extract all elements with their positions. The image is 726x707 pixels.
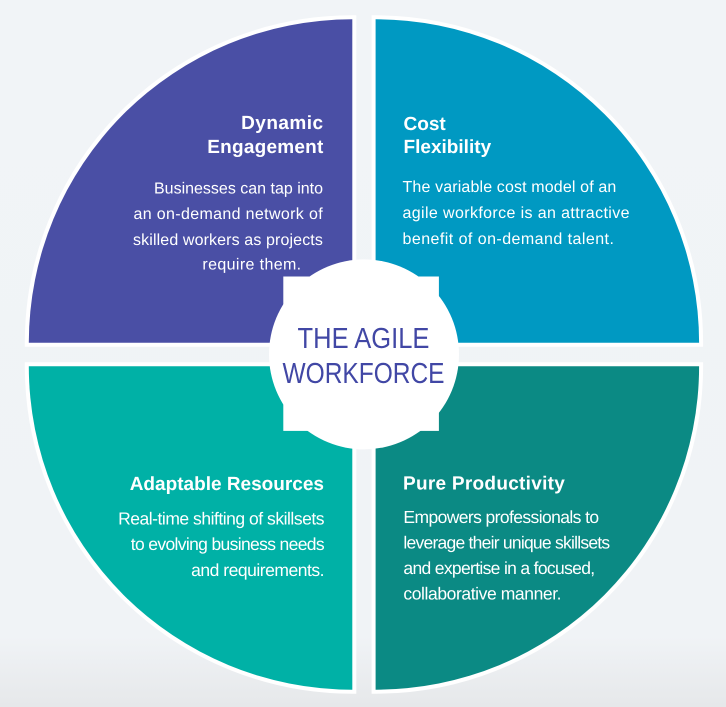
svg-text:require them.: require them. bbox=[202, 257, 301, 274]
svg-text:collaborative manner.: collaborative manner. bbox=[403, 584, 561, 604]
svg-text:The variable cost model of an: The variable cost model of an bbox=[403, 179, 617, 196]
svg-text:benefit of on-demand talent.: benefit of on-demand talent. bbox=[403, 231, 615, 248]
svg-text:Cost: Cost bbox=[404, 114, 447, 135]
svg-text:agile workforce is an attracti: agile workforce is an attractive bbox=[403, 205, 630, 222]
svg-text:an on-demand network of: an on-demand network of bbox=[134, 206, 324, 223]
svg-text:THE AGILE: THE AGILE bbox=[298, 323, 430, 355]
svg-text:to evolving business needs: to evolving business needs bbox=[131, 534, 325, 554]
svg-text:Empowers professionals to: Empowers professionals to bbox=[403, 507, 598, 527]
svg-text:WORKFORCE: WORKFORCE bbox=[282, 358, 444, 390]
svg-text:Businesses can tap into: Businesses can tap into bbox=[154, 181, 323, 198]
svg-text:Adaptable Resources: Adaptable Resources bbox=[130, 474, 324, 495]
svg-text:Flexibility: Flexibility bbox=[404, 137, 492, 158]
svg-text:Dynamic: Dynamic bbox=[241, 113, 323, 134]
svg-text:Real-time shifting of skillset: Real-time shifting of skillsets bbox=[118, 508, 325, 528]
svg-text:Engagement: Engagement bbox=[207, 137, 324, 158]
svg-text:leverage their unique skillset: leverage their unique skillsets bbox=[403, 533, 610, 553]
svg-text:and requirements.: and requirements. bbox=[191, 560, 324, 580]
svg-text:skilled workers as projects: skilled workers as projects bbox=[133, 232, 323, 249]
svg-text:Pure Productivity: Pure Productivity bbox=[403, 474, 565, 495]
svg-text:and expertise in a focused,: and expertise in a focused, bbox=[403, 558, 594, 578]
